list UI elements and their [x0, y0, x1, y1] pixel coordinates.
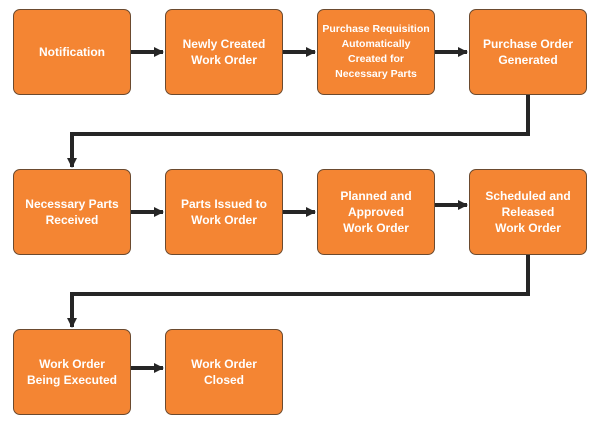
step-planned-and-approved: Planned and Approved Work Order	[317, 169, 435, 255]
step-work-order-being-executed: Work Order Being Executed	[13, 329, 131, 415]
connector-scheduled-to-being-executed	[67, 255, 530, 328]
step-purchase-order-generated: Purchase Order Generated	[469, 9, 587, 95]
step-scheduled-and-released: Scheduled and Released Work Order	[469, 169, 587, 255]
step-parts-issued: Parts Issued to Work Order	[165, 169, 283, 255]
step-notification: Notification	[13, 9, 131, 95]
step-newly-created-work-order: Newly Created Work Order	[165, 9, 283, 95]
step-necessary-parts-received: Necessary Parts Received	[13, 169, 131, 255]
step-work-order-closed: Work Order Closed	[165, 329, 283, 415]
connector-purchase-order-to-parts-received	[67, 95, 530, 168]
step-purchase-requisition: Purchase Requisition Automatically Creat…	[317, 9, 435, 95]
